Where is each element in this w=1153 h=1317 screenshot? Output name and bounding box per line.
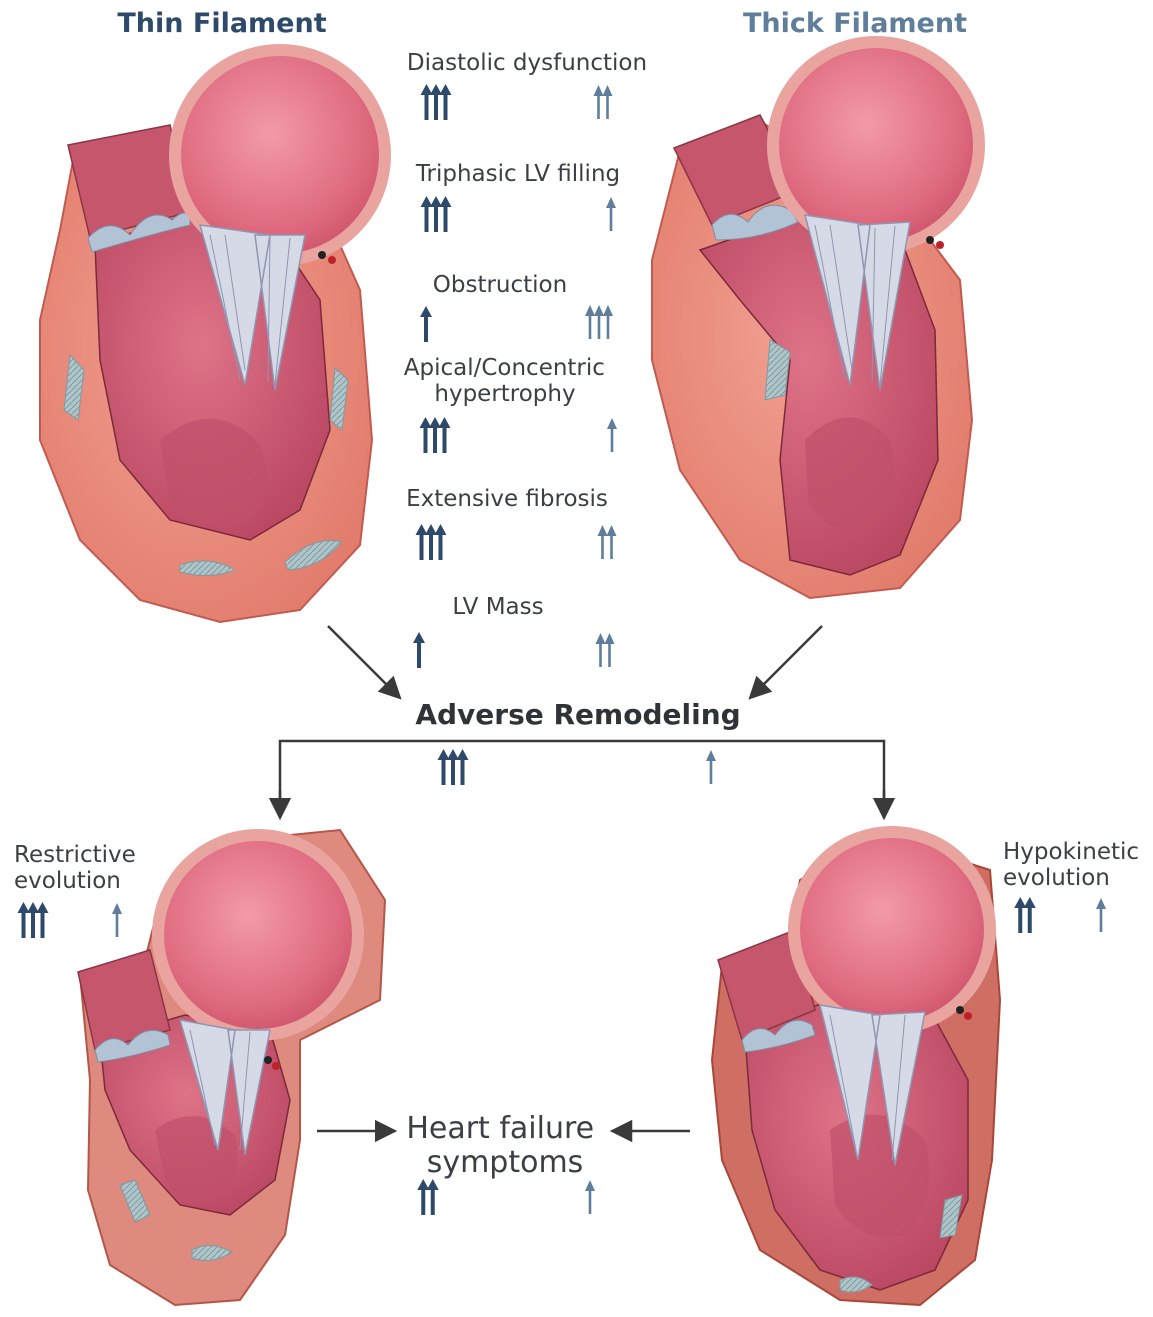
heart-hypokinetic bbox=[712, 832, 1000, 1305]
up-arrow-icon bbox=[420, 417, 432, 428]
up-arrow-icon bbox=[447, 749, 459, 760]
up-arrow-icon bbox=[430, 196, 442, 207]
up-arrow-icon bbox=[429, 417, 441, 428]
indicator-fibrosis-thin bbox=[416, 524, 447, 560]
up-arrow-icon bbox=[605, 633, 615, 644]
up-arrow-icon bbox=[706, 750, 716, 761]
up-arrow-icon bbox=[413, 632, 425, 643]
up-arrow-icon bbox=[37, 902, 49, 913]
heart-thin-filament bbox=[40, 50, 385, 622]
up-arrow-icon bbox=[598, 525, 608, 536]
up-arrow-icon bbox=[421, 196, 433, 207]
thin-filament-title: Thin Filament bbox=[117, 8, 326, 39]
indicator-triphasic-thin bbox=[421, 196, 452, 232]
up-arrow-icon bbox=[594, 85, 604, 96]
up-arrow-icon bbox=[440, 196, 452, 207]
up-arrow-icon bbox=[427, 1179, 439, 1190]
indicator-obstruction-thin bbox=[420, 306, 432, 342]
indicator-hypertrophy-thin bbox=[420, 417, 451, 453]
indicator-heart-failure-thick bbox=[585, 1180, 595, 1214]
up-arrow-icon bbox=[417, 1179, 429, 1190]
up-arrow-icon bbox=[435, 524, 447, 535]
indicator-hypertrophy-thick bbox=[607, 418, 617, 452]
label-diastolic-dysfunction: Diastolic dysfunction bbox=[407, 50, 647, 76]
up-arrow-icon bbox=[421, 84, 433, 95]
up-arrow-icon bbox=[440, 84, 452, 95]
indicator-diastolic-thick bbox=[594, 85, 613, 119]
label-lv-mass: LV Mass bbox=[452, 594, 543, 620]
indicator-hypokinetic-thin bbox=[1014, 897, 1036, 933]
up-arrow-icon bbox=[430, 84, 442, 95]
up-arrow-icon bbox=[594, 305, 604, 316]
label-apical-concentric-hypertrophy: Apical/Concentric hypertrophy bbox=[404, 355, 613, 407]
up-arrow-icon bbox=[457, 749, 469, 760]
label-hypokinetic-evolution: Hypokinetic evolution bbox=[1003, 839, 1146, 891]
up-arrow-icon bbox=[1024, 897, 1036, 908]
up-arrow-icon bbox=[18, 902, 30, 913]
label-obstruction: Obstruction bbox=[433, 272, 567, 298]
up-arrow-icon bbox=[416, 524, 428, 535]
up-arrow-icon bbox=[596, 633, 606, 644]
indicator-restrictive-thick bbox=[112, 903, 122, 937]
up-arrow-icon bbox=[607, 418, 617, 429]
indicator-triphasic-thick bbox=[606, 197, 616, 231]
up-arrow-icon bbox=[603, 305, 613, 316]
up-arrow-icon bbox=[27, 902, 39, 913]
heart-thick-filament bbox=[652, 42, 979, 598]
thick-filament-title: Thick Filament bbox=[743, 8, 967, 39]
indicator-hypokinetic-thick bbox=[1096, 898, 1106, 932]
connector-thin-to-remodeling bbox=[328, 626, 400, 698]
up-arrow-icon bbox=[112, 903, 122, 914]
indicator-lvmass-thick bbox=[596, 633, 615, 667]
up-arrow-icon bbox=[585, 305, 595, 316]
indicator-obstruction-thick bbox=[585, 305, 613, 339]
indicator-remodeling-thick bbox=[706, 750, 716, 784]
indicator-diastolic-thin bbox=[421, 84, 452, 120]
indicator-lvmass-thin bbox=[413, 632, 425, 668]
indicator-restrictive-thin bbox=[18, 902, 49, 938]
up-arrow-icon bbox=[1096, 898, 1106, 909]
up-arrow-icon bbox=[439, 417, 451, 428]
label-triphasic-lv-filling: Triphasic LV filling bbox=[415, 161, 620, 187]
indicator-remodeling-thin bbox=[438, 749, 469, 785]
connector-remodeling-branch bbox=[280, 741, 884, 810]
heart-restrictive bbox=[78, 830, 385, 1305]
up-arrow-icon bbox=[1014, 897, 1026, 908]
label-extensive-fibrosis: Extensive fibrosis bbox=[406, 486, 608, 512]
up-arrow-icon bbox=[425, 524, 437, 535]
indicator-heart-failure-thin bbox=[417, 1179, 439, 1215]
connector-thick-to-remodeling bbox=[750, 626, 822, 698]
label-adverse-remodeling: Adverse Remodeling bbox=[415, 698, 740, 731]
up-arrow-icon bbox=[606, 197, 616, 208]
label-restrictive-evolution: Restrictive evolution bbox=[14, 842, 143, 894]
up-arrow-icon bbox=[603, 85, 613, 96]
up-arrow-icon bbox=[438, 749, 450, 760]
up-arrow-icon bbox=[607, 525, 617, 536]
up-arrow-icon bbox=[420, 306, 432, 317]
up-arrow-icon bbox=[585, 1180, 595, 1191]
indicator-fibrosis-thick bbox=[598, 525, 617, 559]
label-heart-failure-symptoms: Heart failure symptoms bbox=[406, 1111, 603, 1180]
